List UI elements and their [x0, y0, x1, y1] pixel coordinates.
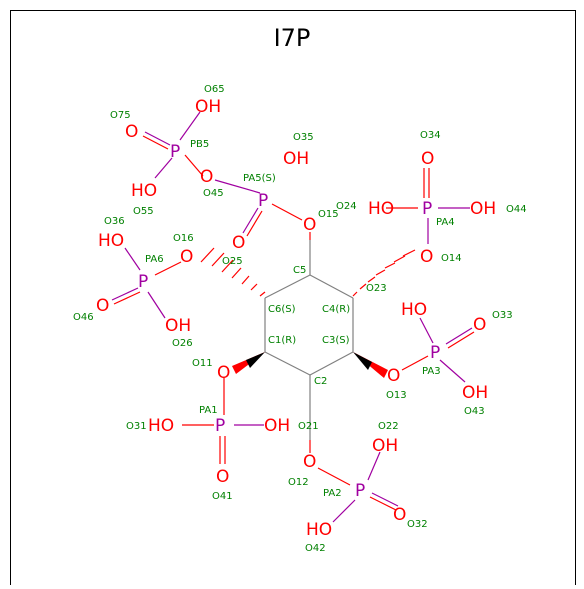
label-pa1: PA1 [199, 405, 218, 416]
atom-oh-65: OH [195, 97, 221, 117]
atom-ho-31: HO [148, 416, 174, 436]
label-o26: O26 [172, 338, 193, 349]
atom-o-75: O [125, 122, 138, 142]
label-c5: C5 [293, 265, 306, 276]
atom-o-11: O [217, 363, 230, 383]
label-o22: O22 [378, 421, 399, 432]
atom-ho-36: HO [98, 231, 124, 251]
atom-ho-24: HO [368, 199, 394, 219]
atom-p-a4: P [422, 199, 432, 219]
atom-p-a5: P [258, 191, 268, 211]
label-c1r: C1(R) [268, 335, 296, 346]
label-o13: O13 [386, 390, 407, 401]
label-o33: O33 [492, 310, 513, 321]
atom-o-32: O [393, 505, 406, 525]
diagram-title: I7P [273, 24, 311, 52]
label-pb5: PB5 [190, 139, 209, 150]
label-o11: O11 [192, 358, 213, 369]
label-o14: O14 [441, 253, 462, 264]
atom-o-15: O [303, 215, 316, 235]
label-o15: O15 [318, 209, 339, 220]
atom-o-12: O [303, 452, 316, 472]
substituent-bonds [111, 111, 475, 523]
ring-bonds [264, 274, 354, 376]
atom-o-14: O [420, 247, 433, 267]
label-o25: O25 [222, 256, 243, 267]
label-o21: O21 [298, 421, 319, 432]
atom-labels: O65 O75 PB5 O55 O45 O35 PA5(S) O15 O24 O… [73, 84, 527, 554]
label-c6s: C6(S) [268, 304, 296, 315]
label-o44: O44 [506, 204, 527, 215]
label-o41: O41 [212, 491, 233, 502]
atom-o-13: O [387, 366, 400, 386]
label-pa5s: PA5(S) [243, 173, 276, 184]
atom-o-33: O [473, 315, 486, 335]
label-o75: O75 [110, 110, 131, 121]
atom-ho-55: HO [131, 181, 157, 201]
atom-o-16: O [180, 247, 193, 267]
atom-p-a2: P [355, 481, 365, 501]
label-o43: O43 [464, 406, 485, 417]
atom-oh-43: OH [462, 383, 488, 403]
atom-o-45: O [200, 167, 213, 187]
label-c3s: C3(S) [322, 335, 350, 346]
label-o16: O16 [173, 233, 194, 244]
label-pa3: PA3 [422, 366, 441, 377]
atom-p-a3: P [430, 343, 440, 363]
label-o31: O31 [126, 421, 147, 432]
label-o42: O42 [305, 543, 326, 554]
atom-ho-42: HO [306, 520, 332, 540]
atom-p-a6: P [138, 272, 148, 292]
atom-ho-33: HO [401, 300, 427, 320]
label-o12: O12 [288, 477, 309, 488]
label-pa6: PA6 [145, 254, 164, 265]
diagram-frame [10, 10, 576, 585]
label-pa2: PA2 [323, 488, 342, 499]
atom-o-a5: O [232, 233, 245, 253]
atom-p-a1: P [215, 416, 225, 436]
atom-oh-26: OH [165, 316, 191, 336]
atom-p-b5: P [170, 142, 180, 162]
label-o55: O55 [133, 206, 154, 217]
label-o34: O34 [420, 130, 441, 141]
label-c2: C2 [314, 376, 327, 387]
atom-oh-22: OH [372, 436, 398, 456]
label-o35: O35 [293, 132, 314, 143]
label-o45: O45 [203, 188, 224, 199]
label-pa4: PA4 [436, 217, 455, 228]
label-c4r: C4(R) [322, 304, 350, 315]
atom-o-41: O [216, 467, 229, 487]
atom-o-34: O [421, 149, 434, 169]
atom-o-46: O [96, 296, 109, 316]
label-o36: O36 [104, 216, 125, 227]
label-o23: O23 [366, 283, 387, 294]
label-o24: O24 [336, 201, 357, 212]
atom-oh-21: OH [264, 416, 290, 436]
atom-oh-35: OH [283, 149, 309, 169]
atom-oh-44: OH [470, 199, 496, 219]
label-o32: O32 [407, 519, 428, 530]
label-o65: O65 [204, 84, 225, 95]
atom-symbols: OH O P HO O OH P O O O HO P OH O HO O P … [96, 97, 496, 540]
label-o46: O46 [73, 312, 94, 323]
